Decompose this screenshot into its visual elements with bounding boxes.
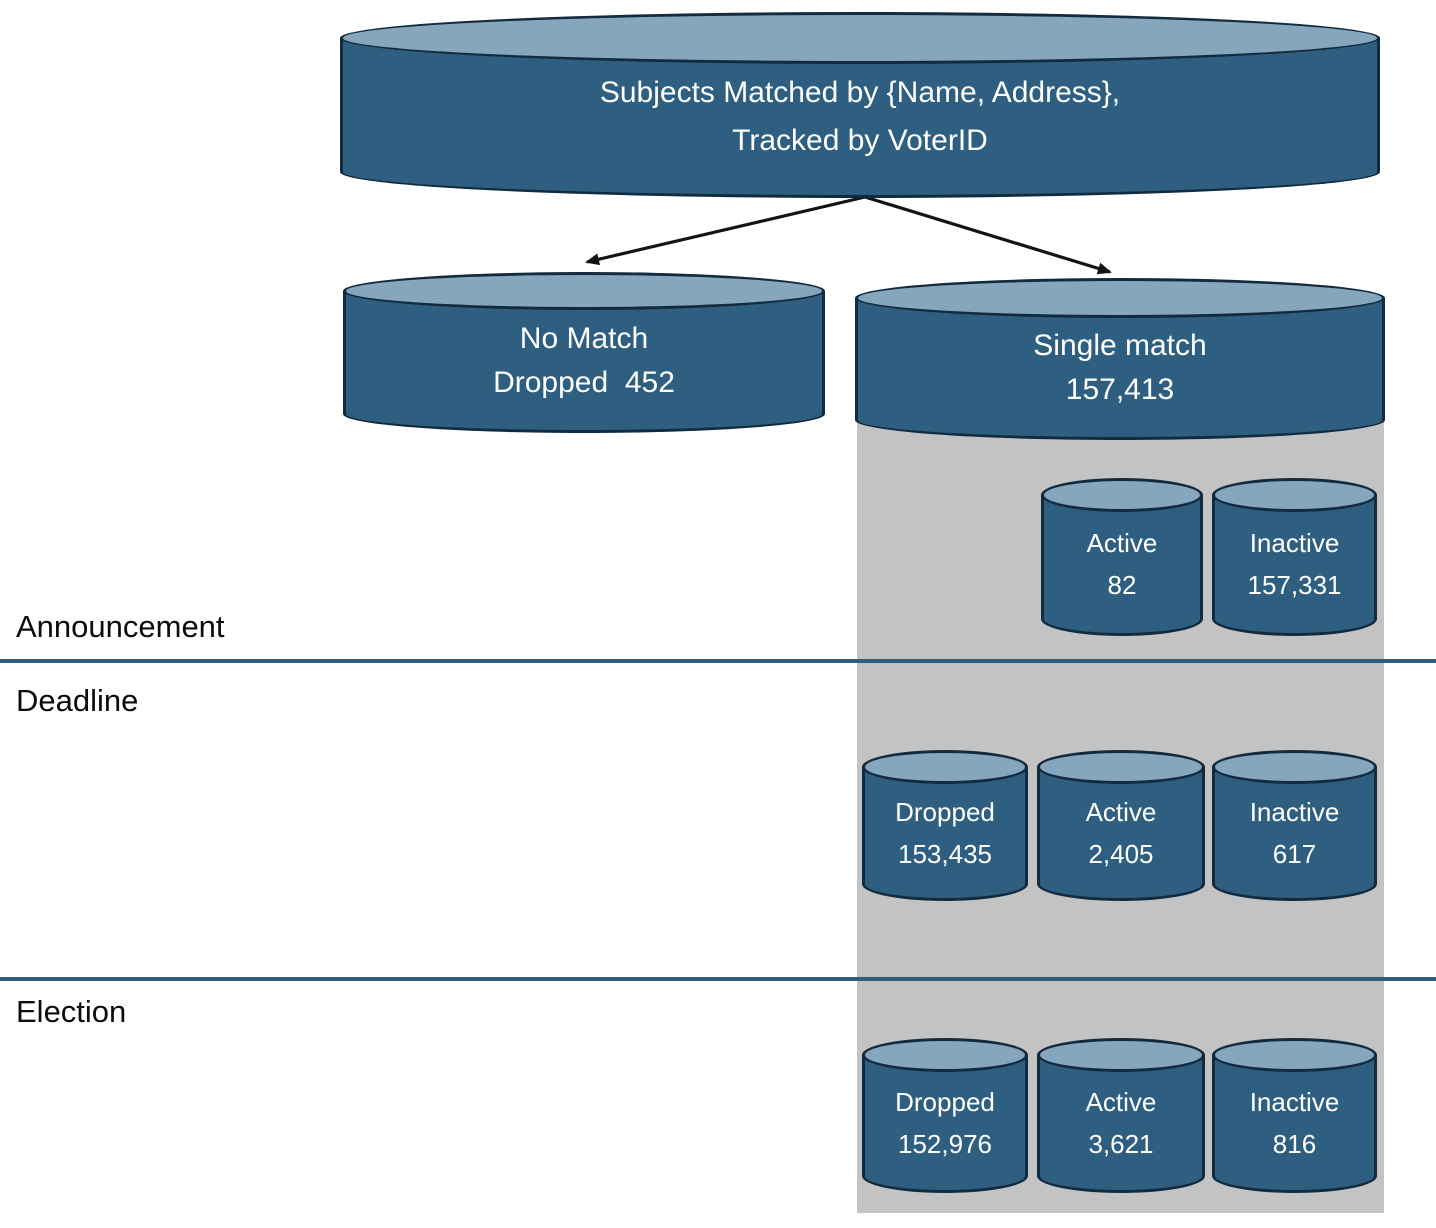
node-label-line1: Active: [1086, 528, 1158, 558]
node-label-line1: Dropped: [895, 796, 995, 827]
node-election-active: Active 3,621: [1037, 1038, 1205, 1193]
cylinder-top-ellipse: [340, 12, 1380, 64]
node-label-line1: Single match: [1033, 328, 1207, 362]
node-label-line2: Dropped 452: [493, 365, 675, 399]
cylinder-body: Inactive 816: [1212, 1055, 1377, 1193]
arrow-to-single-match: [864, 195, 1112, 275]
node-label-line2: 82: [1107, 570, 1137, 600]
node-label-line2: 157,413: [1065, 372, 1175, 406]
announcement-deadline-divider: [0, 659, 1436, 663]
cylinder-top-ellipse: [862, 1038, 1028, 1072]
node-label-line2: 2,405: [1088, 838, 1154, 869]
stage-label-election: Election: [16, 994, 127, 1029]
node-label-line2: 816: [1272, 1128, 1317, 1159]
cylinder-top-ellipse: [1212, 750, 1377, 784]
node-label-line1: Inactive: [1249, 528, 1340, 558]
node-label-line2: 152,976: [898, 1128, 992, 1159]
node-election-inactive: Inactive 816: [1212, 1038, 1377, 1193]
stage-label-announcement: Announcement: [16, 609, 225, 644]
node-label-line1: Active: [1085, 1086, 1157, 1117]
node-label-line1: Inactive: [1249, 1086, 1340, 1117]
node-subjects-matched: Subjects Matched by {Name, Address}, Tra…: [340, 12, 1380, 198]
node-announcement-active: Active 82: [1041, 478, 1203, 636]
node-label-line1: Dropped: [895, 1086, 995, 1117]
deadline-election-divider: [0, 977, 1436, 981]
cylinder-body: Inactive 617: [1212, 767, 1377, 901]
cylinder-top-ellipse: [1037, 1038, 1205, 1072]
cylinder-body: Dropped 153,435: [862, 767, 1028, 901]
cylinder-top-ellipse: [855, 278, 1385, 318]
node-label-line1: Inactive: [1249, 796, 1340, 827]
node-label-line2: Tracked by VoterID: [732, 123, 988, 157]
node-label-line2: 153,435: [898, 838, 992, 869]
node-single-match: Single match 157,413: [855, 278, 1385, 440]
cylinder-top-ellipse: [1212, 1038, 1377, 1072]
node-announcement-inactive: Inactive 157,331: [1212, 478, 1377, 636]
cylinder-body: Active 3,621: [1037, 1055, 1205, 1193]
arrow-to-no-match: [585, 195, 866, 266]
cylinder-top-ellipse: [1212, 478, 1377, 512]
node-label-line2: 617: [1272, 838, 1317, 869]
cylinder-body: No Match Dropped 452: [343, 291, 825, 433]
node-label-line1: Subjects Matched by {Name, Address},: [599, 75, 1121, 109]
cylinder-body: Inactive 157,331: [1212, 495, 1377, 636]
node-label-line1: No Match: [519, 321, 649, 355]
cylinder-top-ellipse: [1041, 478, 1203, 512]
node-label-line2: 3,621: [1088, 1128, 1154, 1159]
node-label-line2: 157,331: [1247, 570, 1342, 600]
cylinder-body: Active 82: [1041, 495, 1203, 636]
cylinder-top-ellipse: [862, 750, 1028, 784]
node-no-match: No Match Dropped 452: [343, 272, 825, 433]
node-deadline-active: Active 2,405: [1037, 750, 1205, 901]
node-election-dropped: Dropped 152,976: [862, 1038, 1028, 1193]
cylinder-top-ellipse: [1037, 750, 1205, 784]
stage-label-deadline: Deadline: [16, 683, 139, 718]
cylinder-body: Subjects Matched by {Name, Address}, Tra…: [340, 38, 1380, 198]
node-deadline-dropped: Dropped 153,435: [862, 750, 1028, 901]
cylinder-body: Dropped 152,976: [862, 1055, 1028, 1193]
cylinder-top-ellipse: [343, 272, 825, 310]
cylinder-body: Active 2,405: [1037, 767, 1205, 901]
node-label-line1: Active: [1085, 796, 1157, 827]
cylinder-body: Single match 157,413: [855, 298, 1385, 440]
node-deadline-inactive: Inactive 617: [1212, 750, 1377, 901]
